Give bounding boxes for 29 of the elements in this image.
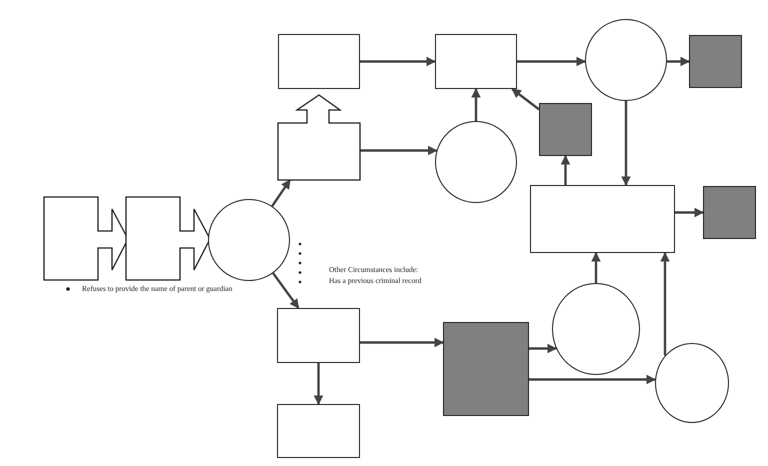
arrow <box>314 363 324 405</box>
arrow <box>360 338 444 348</box>
arrow <box>360 56 436 66</box>
arrow <box>529 374 656 384</box>
arrow <box>272 272 300 309</box>
arrow <box>529 344 558 354</box>
arrow <box>591 252 601 283</box>
shaded-box <box>539 103 592 156</box>
arrow <box>360 146 438 156</box>
shaded-box <box>689 35 742 88</box>
process-box <box>277 404 360 458</box>
shaded-box <box>703 186 756 239</box>
arrow <box>560 155 570 185</box>
arrow <box>511 88 540 110</box>
arrow <box>471 88 481 121</box>
arrow-tab-shape <box>44 197 128 280</box>
process-box <box>530 185 675 253</box>
arrow <box>271 179 291 207</box>
arrow <box>621 101 631 186</box>
up-arrow-shape <box>278 95 360 180</box>
arrow-tab-shape <box>126 197 210 280</box>
process-box <box>278 34 360 89</box>
arrow <box>675 208 704 218</box>
process-box <box>435 34 517 89</box>
process-box <box>277 308 360 363</box>
arrow <box>517 56 586 66</box>
arrow <box>660 252 670 356</box>
shaded-box <box>443 322 529 416</box>
arrow <box>666 56 690 66</box>
